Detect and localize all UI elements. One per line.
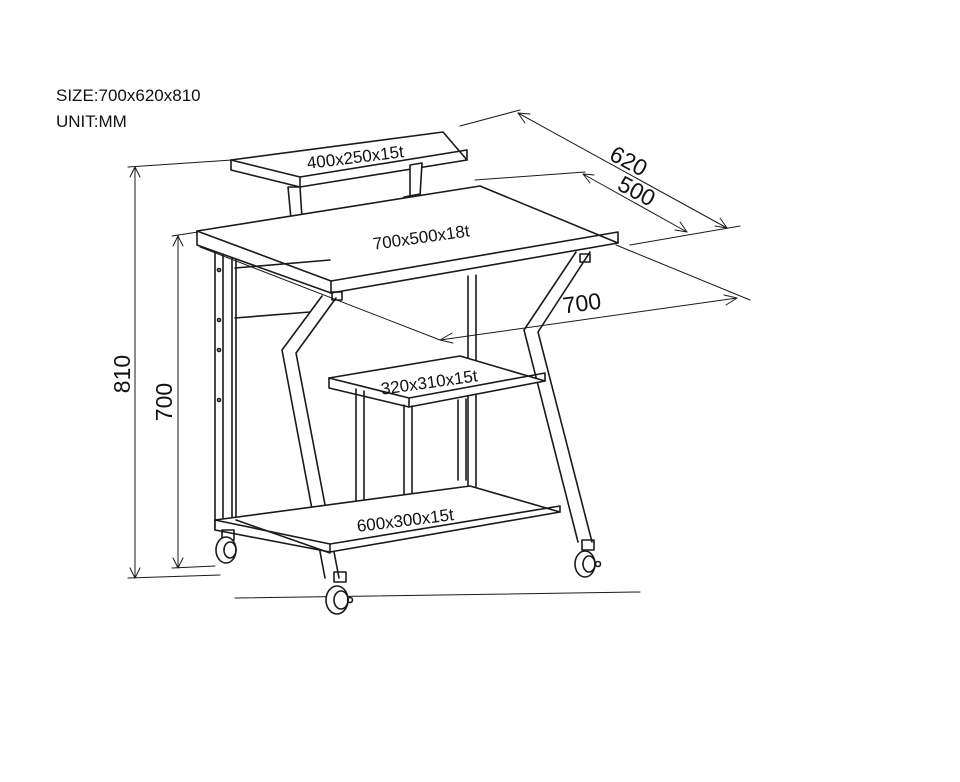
height-top-label: 700 — [151, 383, 177, 421]
middle-shelf — [328, 355, 546, 511]
right-z-frame — [523, 251, 593, 543]
dimension-lines — [127, 109, 751, 599]
caster-wheels — [215, 536, 602, 615]
left-leg — [214, 251, 237, 531]
left-z-frame — [281, 291, 343, 579]
height-overall-label: 810 — [109, 355, 135, 393]
caster-front-center — [325, 585, 354, 615]
unit-spec: UNIT:MM — [56, 112, 127, 131]
bottom-shelf — [214, 485, 561, 554]
caster-front-left — [215, 536, 237, 564]
depth-top-label: 500 — [614, 170, 660, 211]
desktop — [196, 185, 619, 294]
shelf-risers — [277, 162, 423, 220]
caster-right — [574, 550, 602, 578]
size-spec: SIZE:700x620x810 — [56, 86, 201, 105]
monitor-shelf — [230, 131, 468, 188]
width-label: 700 — [561, 288, 603, 319]
